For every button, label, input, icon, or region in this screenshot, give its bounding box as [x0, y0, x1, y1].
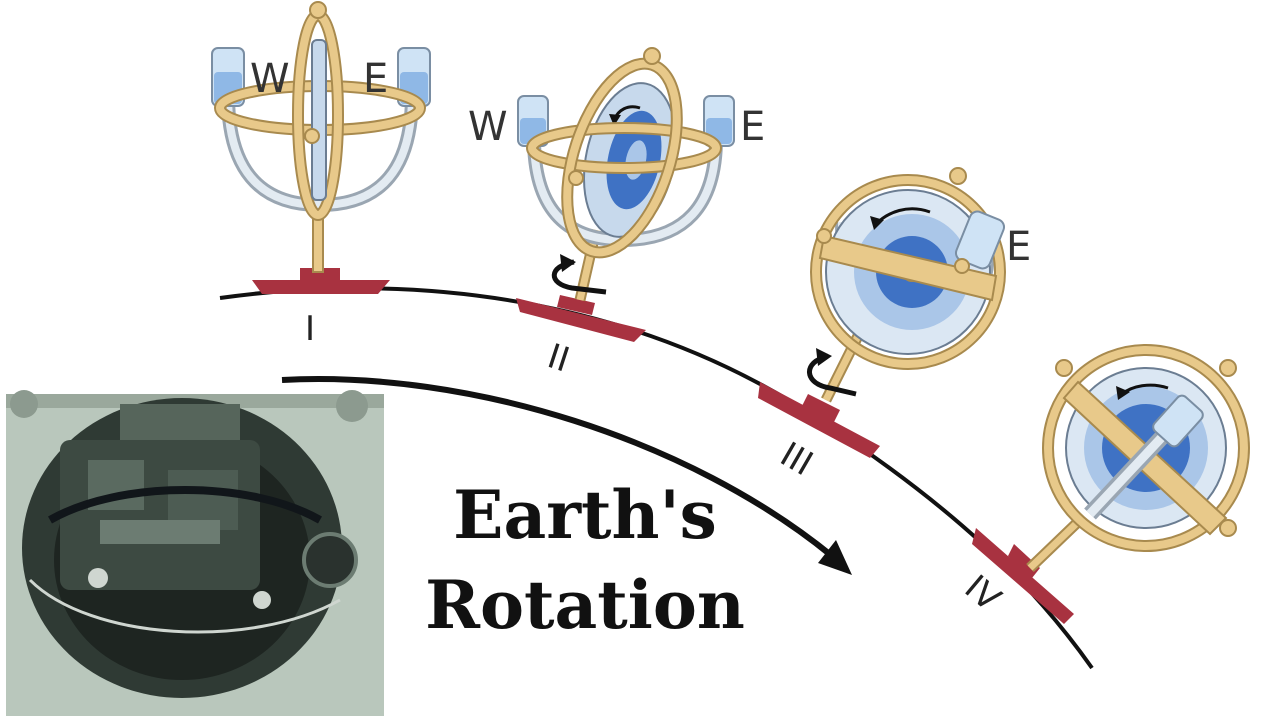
ship-icon — [758, 382, 880, 458]
gyro-position-1: W E I — [211, 1, 431, 349]
position-label-4: IV — [957, 568, 1008, 620]
caption-line-2: Rotation — [425, 566, 745, 644]
position-label-1: I — [305, 309, 315, 349]
gyro-position-4: IV — [957, 344, 1250, 624]
ship-icon — [516, 295, 646, 342]
position-label-2: II — [543, 336, 574, 380]
label-west-1: W — [250, 56, 290, 102]
label-west-2: W — [468, 104, 508, 150]
caption-line-1: Earth's — [453, 476, 717, 554]
gyrocompass-photo — [6, 390, 384, 716]
label-east-3: E — [1006, 224, 1031, 270]
position-label-3: III — [773, 435, 819, 485]
ship-icon — [252, 268, 390, 294]
label-east-1: E — [363, 56, 388, 102]
label-east-2: E — [740, 104, 765, 150]
ship-icon — [972, 528, 1074, 624]
earth-rotation-arrow — [281, 376, 852, 575]
gyro-position-3: E III — [758, 167, 1031, 485]
gyro-position-2: W E II — [468, 47, 765, 381]
